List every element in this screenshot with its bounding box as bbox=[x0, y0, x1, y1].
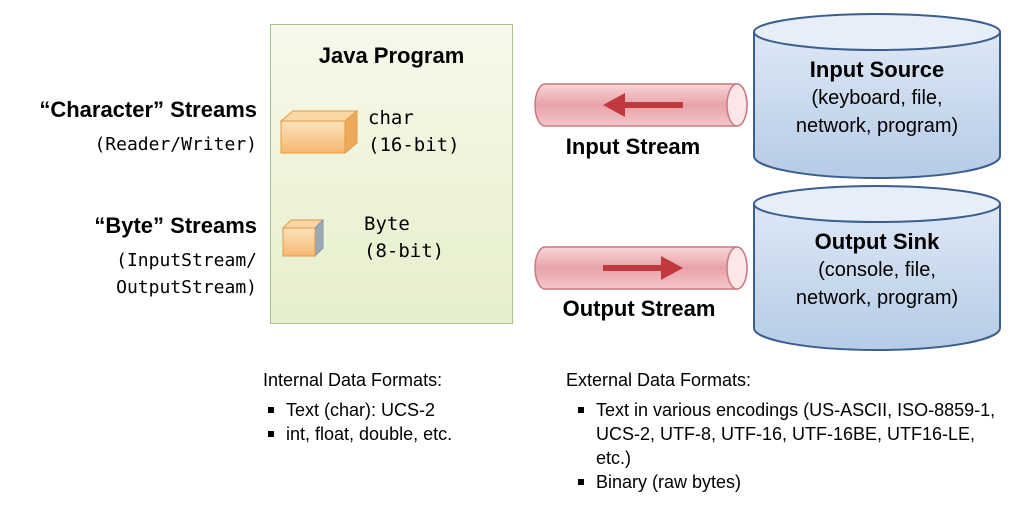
byte-streams-api-line2: OutputStream) bbox=[116, 277, 257, 298]
input-stream-pipe bbox=[534, 83, 748, 127]
java-program-title: Java Program bbox=[318, 43, 465, 68]
output-sink-text: Output Sink (console, file, network, pro… bbox=[750, 228, 1004, 312]
bullet-icon bbox=[578, 479, 584, 485]
input-source-line1: (keyboard, file, bbox=[811, 87, 943, 109]
list-item: int, float, double, etc. bbox=[260, 422, 540, 446]
input-source-line2: network, program) bbox=[795, 115, 959, 137]
output-sink-line1: (console, file, bbox=[818, 259, 936, 281]
list-item: Text in various encodings (US-ASCII, ISO… bbox=[570, 398, 1015, 470]
input-source-text: Input Source (keyboard, file, network, p… bbox=[750, 56, 1004, 140]
char-type-line1: char bbox=[368, 107, 414, 129]
bullet-icon bbox=[268, 407, 274, 413]
bullet-icon bbox=[268, 431, 274, 437]
input-source-title: Input Source bbox=[809, 57, 945, 82]
output-sink-line2: network, program) bbox=[795, 287, 959, 309]
byte-type-line1: Byte bbox=[364, 213, 410, 235]
internal-formats-list: Text (char): UCS-2 int, float, double, e… bbox=[260, 398, 540, 446]
byte-type-line2: (8-bit) bbox=[364, 240, 445, 262]
list-item: Binary (raw bytes) bbox=[570, 470, 1015, 494]
external-formats-heading: External Data Formats: bbox=[566, 370, 752, 390]
input-stream-label: Input Stream bbox=[565, 134, 701, 159]
character-streams-api: (Reader/Writer) bbox=[94, 134, 257, 155]
internal-formats-heading: Internal Data Formats: bbox=[263, 370, 443, 390]
java-program-box: Java Program char (16-bit) Byte (8-bit) bbox=[270, 24, 513, 324]
output-stream-pipe bbox=[534, 246, 748, 290]
byte-streams-api-line1: (InputStream/ bbox=[116, 250, 257, 271]
output-sink-title: Output Sink bbox=[814, 229, 940, 254]
character-streams-title: “Character” Streams bbox=[39, 97, 257, 122]
external-formats-list: Text in various encodings (US-ASCII, ISO… bbox=[570, 398, 1015, 494]
byte-streams-title: “Byte” Streams bbox=[94, 213, 257, 238]
input-source-cylinder bbox=[753, 13, 1001, 179]
char-type-line2: (16-bit) bbox=[368, 134, 460, 156]
byte-block-icon bbox=[281, 218, 325, 258]
list-item: Text (char): UCS-2 bbox=[260, 398, 540, 422]
output-stream-label: Output Stream bbox=[562, 296, 716, 321]
bullet-icon bbox=[578, 407, 584, 413]
output-sink-cylinder bbox=[753, 185, 1001, 351]
char-block-icon bbox=[279, 109, 359, 155]
